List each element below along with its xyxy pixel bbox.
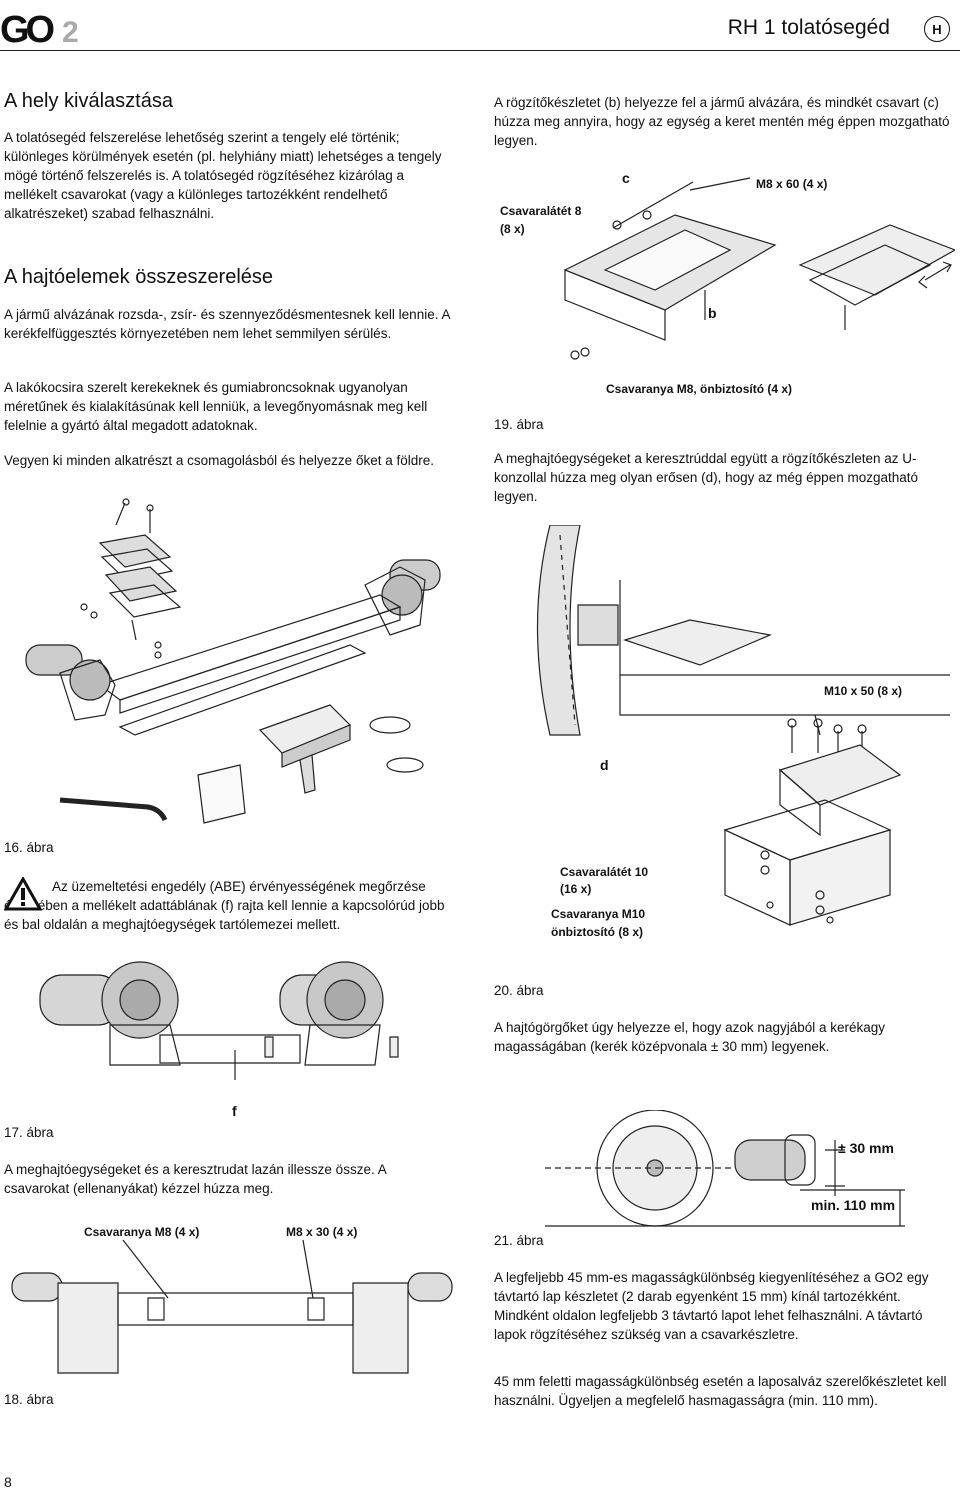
figure-18-illustration (8, 1238, 458, 1378)
figure-21-illustration (545, 1110, 955, 1230)
heading-location: A hely kiválasztása (4, 90, 173, 112)
figure-18-label-bolt: M8 x 30 (4 x) (286, 1225, 358, 1239)
figure-20-label-washer-count: (16 x) (560, 882, 592, 896)
paragraph-location: A tolatósegéd felszerelése lehetőség sze… (4, 130, 442, 221)
svg-text:2: 2 (62, 16, 79, 48)
paragraph-mounting-kit: A rögzítőkészletet (b) helyezze fel a já… (494, 95, 950, 148)
paragraph-tyres: A lakókocsira szerelt kerekeknek és gumi… (4, 380, 428, 433)
figure-16-illustration (20, 495, 460, 825)
svg-text:GO: GO (0, 9, 54, 48)
paragraph-loose-assembly: A meghajtóegységeket és a keresztrudat l… (4, 1162, 386, 1196)
warning-text: Az üzemeltetési engedély (ABE) érvényess… (4, 879, 445, 932)
figure-20-label-d: d (600, 757, 609, 773)
figure-21-label-pm30: ± 30 mm (838, 1140, 894, 1156)
figure-19-label-nut: Csavaranya M8, önbiztosító (4 x) (606, 382, 793, 396)
figure-21-caption: 21. ábra (494, 1233, 544, 1248)
paragraph-low-chassis: 45 mm feletti magasságkülönbség esetén a… (494, 1374, 947, 1408)
page-number: 8 (4, 1474, 12, 1490)
figure-20-label-washer: Csavaralátét 10 (560, 865, 649, 879)
figure-19-illustration (555, 170, 955, 385)
figure-20-label-nut-count: önbiztosító (8 x) (551, 925, 643, 939)
paragraph-u-bracket: A meghajtóegységeket a keresztrúddal egy… (494, 451, 919, 504)
figure-18-label-nut: Csavaranya M8 (4 x) (84, 1225, 200, 1239)
figure-18-caption: 18. ábra (4, 1392, 54, 1407)
figure-20-illustration (520, 525, 950, 945)
paragraph-chassis: A jármű alvázának rozsda-, zsír- és szen… (4, 307, 450, 341)
figure-20-caption: 20. ábra (494, 983, 544, 998)
figure-17-illustration (30, 955, 450, 1115)
warning-block: Az üzemeltetési engedély (ABE) érvényess… (4, 877, 454, 934)
figure-16-caption: 16. ábra (4, 840, 54, 855)
page-title: RH 1 tolatósegéd (727, 16, 890, 39)
figure-17-label-f: f (232, 1103, 237, 1119)
heading-assembly: A hajtóelemek összeszerelése (4, 266, 274, 288)
paragraph-spacer-kit: A legfeljebb 45 mm-es magasságkülönbség … (494, 1270, 929, 1342)
figure-19-label-washer: Csavaralátét 8 (500, 204, 582, 218)
figure-20-label-bolt: M10 x 50 (8 x) (824, 684, 903, 698)
figure-19-label-washer-count: (8 x) (500, 222, 525, 236)
figure-19-label-bolt: M8 x 60 (4 x) (756, 177, 828, 191)
warning-triangle-icon (4, 877, 42, 911)
figure-19-label-b: b (708, 305, 717, 321)
language-badge: H (924, 16, 950, 42)
figure-21-label-min110: min. 110 mm (811, 1197, 896, 1213)
paragraph-roller-height: A hajtógörgőket úgy helyezze el, hogy az… (494, 1020, 886, 1054)
header-divider (0, 50, 960, 51)
figure-17-caption: 17. ábra (4, 1125, 54, 1140)
paragraph-unpack: Vegyen ki minden alkatrészt a csomagolás… (4, 453, 434, 468)
figure-19-label-c: c (622, 170, 630, 186)
figure-19-caption: 19. ábra (494, 417, 544, 432)
figure-20-label-nut: Csavaranya M10 (551, 907, 646, 921)
go2-logo: GO 2 (0, 8, 92, 51)
